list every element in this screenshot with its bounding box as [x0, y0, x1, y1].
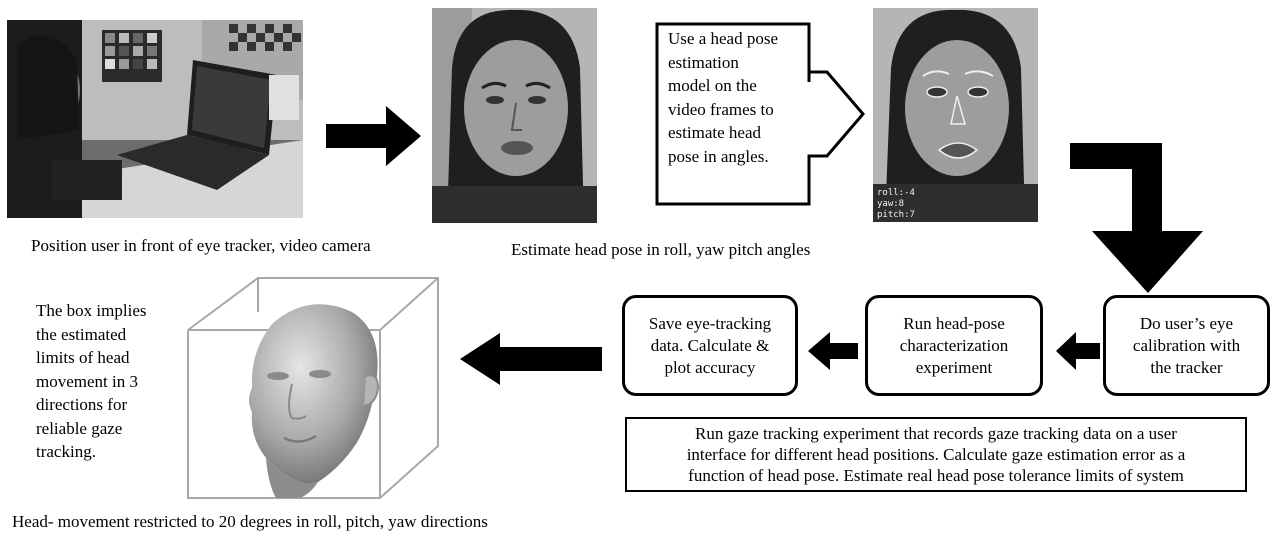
gaze-line: interface for different head positions. … — [686, 445, 1186, 464]
calibration-line: calibration with — [1132, 335, 1241, 355]
head-cube-illustration — [180, 272, 448, 508]
callout-line: Use a head pose — [668, 29, 778, 48]
note-line: The box implies — [36, 301, 147, 320]
note-line: limits of head — [36, 348, 130, 367]
gaze-line: function of head pose. Estimate real hea… — [688, 466, 1184, 485]
calibration-line: Do user’s eye — [1139, 313, 1234, 333]
gaze-experiment-box: Run gaze tracking experiment that record… — [625, 417, 1247, 492]
note-line: tracking. — [36, 442, 96, 461]
arrow-icon — [326, 106, 421, 166]
gaze-line: Run gaze tracking experiment that record… — [695, 424, 1177, 443]
head-pose-caption: Estimate head pose in roll, yaw pitch an… — [511, 240, 811, 259]
callout-line: estimate head — [668, 123, 761, 142]
characterization-line: characterization — [899, 335, 1009, 355]
pitch-readout: pitch:7 — [877, 210, 915, 220]
save-line: Save eye-tracking — [648, 313, 772, 333]
calibration-line: the tracker — [1150, 357, 1223, 377]
note-line: movement in 3 — [36, 371, 138, 391]
characterization-box: Run head-pose characterization experimen… — [865, 295, 1043, 396]
note-line: the estimated — [36, 324, 127, 344]
callout-text: Use a head pose estimation model on the … — [668, 27, 778, 168]
callout-line: video frames to — [668, 99, 774, 119]
note-line: directions for — [36, 395, 128, 414]
arrow-icon — [460, 333, 602, 385]
characterization-line: Run head-pose — [903, 313, 1005, 333]
callout-line: model on the — [668, 76, 757, 95]
callout-arrow-icon — [655, 22, 867, 206]
save-data-box: Save eye-tracking data. Calculate & plot… — [622, 295, 798, 396]
callout-line: pose in angles. — [668, 146, 769, 166]
roll-readout: roll:-4 — [877, 188, 915, 198]
landmark-face-photo: roll:-4 yaw:8 pitch:7 — [873, 8, 1038, 222]
elbow-arrow-icon — [1070, 143, 1210, 295]
save-line: plot accuracy — [664, 357, 756, 377]
save-line: data. Calculate & — [650, 335, 770, 355]
yaw-readout: yaw:8 — [877, 199, 905, 209]
final-caption: Head- movement restricted to 20 degrees … — [12, 512, 488, 531]
note-line: reliable gaze — [36, 418, 123, 438]
calibration-box: Do user’s eye calibration with the track… — [1103, 295, 1270, 396]
pose-readout: roll:-4 yaw:8 pitch:7 — [877, 188, 915, 221]
setup-photo — [7, 20, 303, 218]
arrow-icon — [808, 332, 858, 370]
callout-line: estimation — [668, 52, 739, 72]
setup-caption: Position user in front of eye tracker, v… — [31, 236, 371, 255]
box-note: The box implies the estimated limits of … — [36, 299, 146, 464]
face-photo — [432, 8, 597, 223]
arrow-icon — [1056, 332, 1100, 370]
characterization-line: experiment — [915, 357, 993, 377]
